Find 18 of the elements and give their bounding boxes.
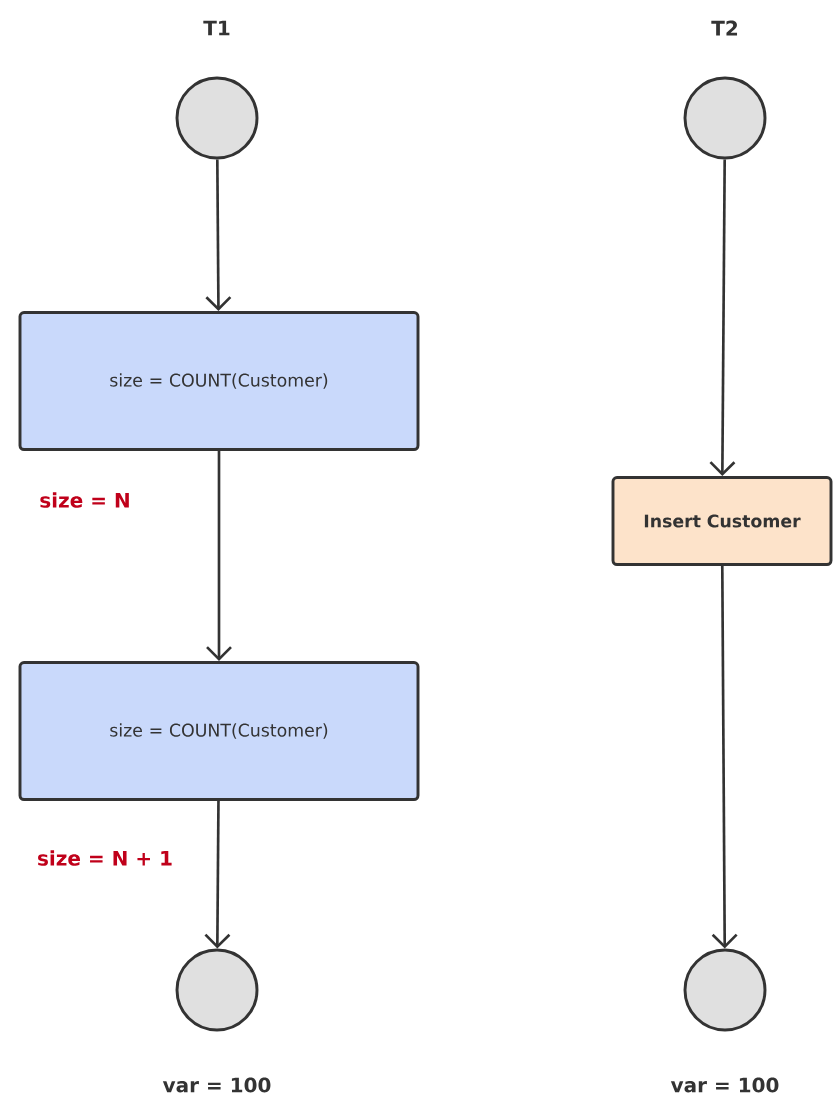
arrow [709, 159, 736, 477]
result-label: var = 100 [162, 1077, 271, 1093]
circle-node [175, 76, 259, 160]
lane-title: T2 [711, 20, 738, 36]
arrow [205, 159, 232, 312]
circle-node [683, 76, 767, 160]
process-box: size = COUNT(Customer) [18, 311, 420, 451]
value-note: size = N + 1 [38, 850, 172, 866]
arrow [711, 565, 738, 949]
arrow [204, 800, 231, 949]
value-note: size = N [40, 492, 129, 508]
circle-node [683, 948, 767, 1032]
arrow [206, 451, 232, 662]
lane-title: T1 [203, 20, 230, 36]
process-box: Insert Customer [611, 476, 833, 566]
circle-node [175, 948, 259, 1032]
process-box: size = COUNT(Customer) [18, 661, 420, 801]
result-label: var = 100 [670, 1077, 779, 1093]
